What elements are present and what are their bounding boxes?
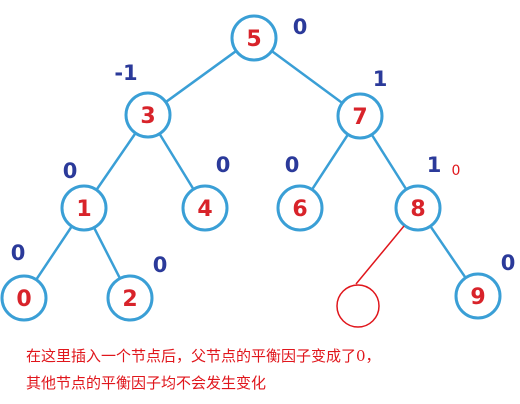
balance-factor: 0 bbox=[293, 15, 308, 39]
tree-node-0: 00 bbox=[0, 241, 48, 322]
balance-factor: -1 bbox=[114, 61, 137, 85]
node-value: 1 bbox=[76, 197, 91, 222]
node-value: 3 bbox=[140, 104, 155, 129]
edge-n1-n0 bbox=[34, 225, 74, 281]
balance-factor: 0 bbox=[501, 251, 516, 275]
new-balance-factor: 0 bbox=[452, 163, 461, 179]
inserted-node-circle bbox=[336, 284, 380, 328]
note-line-2: 其他节点的平衡因子均不会发生变化 bbox=[26, 374, 267, 392]
node-value: 8 bbox=[410, 197, 425, 222]
balance-factor: 0 bbox=[11, 241, 26, 265]
node-value: 2 bbox=[122, 287, 137, 312]
node-circle bbox=[336, 92, 384, 140]
edge-n5-n3 bbox=[164, 49, 238, 104]
note-line-1: 在这里插入一个节点后，父节点的平衡因子变成了0， bbox=[26, 347, 381, 365]
node-value: 5 bbox=[246, 27, 261, 52]
balance-factor: 1 bbox=[427, 153, 442, 177]
edge-n7-n8 bbox=[370, 133, 408, 191]
balance-factor: 0 bbox=[285, 153, 300, 177]
node-value: 0 bbox=[16, 287, 31, 312]
tree-node-4: 40 bbox=[181, 153, 231, 232]
edge-n8-n9 bbox=[429, 224, 467, 280]
balance-factor: 0 bbox=[216, 153, 231, 177]
edge-n7-n6 bbox=[310, 133, 350, 191]
node-value: 9 bbox=[470, 285, 485, 310]
node-circle bbox=[230, 14, 278, 62]
node-circle bbox=[394, 184, 442, 232]
tree-node-2: 20 bbox=[106, 253, 168, 322]
edge-n1-n2 bbox=[92, 226, 122, 280]
tree-node-1: 10 bbox=[60, 159, 108, 232]
inserted-edge bbox=[355, 225, 405, 285]
node-value: 6 bbox=[292, 197, 307, 222]
tree-node-9: 90 bbox=[454, 251, 516, 320]
edge-n3-n1 bbox=[95, 131, 137, 192]
node-circle bbox=[124, 91, 172, 139]
edge-n5-n7 bbox=[270, 49, 344, 105]
balance-factor: 0 bbox=[153, 253, 168, 277]
node-value: 4 bbox=[197, 197, 212, 222]
balance-factor: 1 bbox=[373, 67, 388, 91]
edge-n3-n4 bbox=[158, 132, 195, 191]
insertion-marker bbox=[336, 225, 405, 328]
node-value: 7 bbox=[352, 105, 367, 130]
node-circle bbox=[276, 184, 324, 232]
node-circle bbox=[106, 274, 154, 322]
node-circle bbox=[0, 274, 48, 322]
explanation-note: 在这里插入一个节点后，父节点的平衡因子变成了0， 其他节点的平衡因子均不会发生变… bbox=[26, 343, 506, 397]
balance-factor: 0 bbox=[63, 159, 78, 183]
node-circle bbox=[60, 184, 108, 232]
tree-node-7: 71 bbox=[336, 67, 388, 140]
node-circle bbox=[181, 184, 229, 232]
node-circle bbox=[454, 272, 502, 320]
tree-node-3: 3-1 bbox=[114, 61, 172, 139]
tree-edges bbox=[34, 49, 467, 281]
tree-node-6: 60 bbox=[276, 153, 324, 232]
